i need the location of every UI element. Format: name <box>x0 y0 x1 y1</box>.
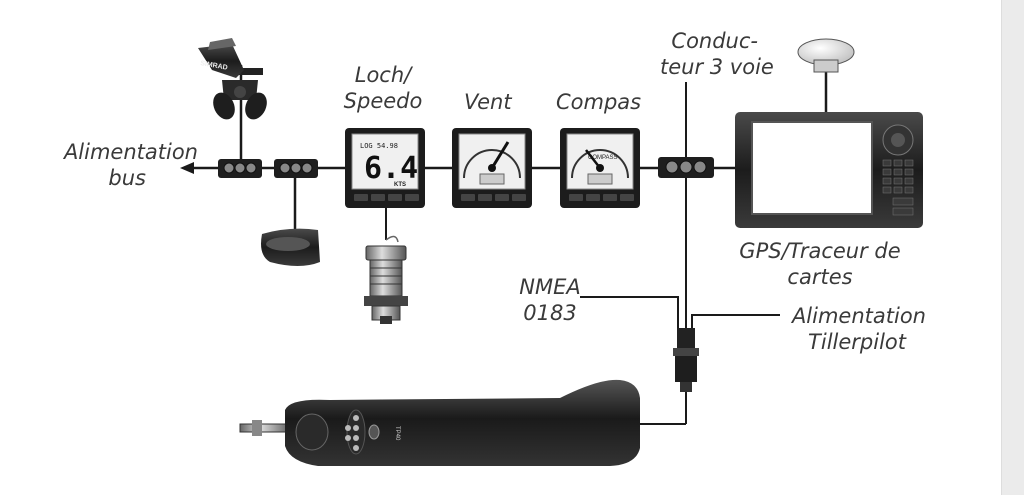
compass-face-label: COMPASS <box>588 155 618 161</box>
label-gps-plotter-line-2: cartes <box>787 265 853 289</box>
label-nmea: NMEA 0183 <box>514 274 586 326</box>
three-way-connector <box>658 82 714 178</box>
label-tillerpilot-power: Alimentation Tillerpilot <box>780 303 926 355</box>
label-nmea-line-1: NMEA <box>519 275 581 299</box>
label-log-speedo: Loch/ Speedo <box>340 62 426 114</box>
label-compass: Compas <box>556 90 642 114</box>
label-wind: Vent <box>464 90 512 114</box>
depth-transducer <box>261 228 320 266</box>
label-three-way: Conduc- teur 3 voie <box>660 28 774 80</box>
speedo-value: 6.4 <box>364 151 418 186</box>
label-nmea-line-2: 0183 <box>523 301 577 325</box>
label-power-bus: Alimentation bus <box>56 139 198 191</box>
compass-instrument: COMPASS <box>560 128 640 208</box>
speedo-top-readout: LOG 54.98 <box>360 142 398 150</box>
vertical-scrollbar[interactable] <box>1001 0 1024 495</box>
speedo-instrument: LOG 54.98 6.4 KTS <box>345 128 425 243</box>
wind-instrument <box>452 128 532 208</box>
label-tillerpilot-power-line-1: Alimentation <box>791 304 926 328</box>
tillerpilot-plug <box>673 328 699 392</box>
label-power-bus-line-2: bus <box>108 166 146 190</box>
t-connector-1 <box>218 159 262 178</box>
wind-sensor: SIMRAD <box>198 38 267 160</box>
label-log-speedo-line-1: Loch/ <box>354 63 412 87</box>
tillerpilot-wiring <box>580 178 780 425</box>
label-gps-plotter: GPS/Traceur de cartes <box>735 238 905 290</box>
bus-arrow <box>180 162 194 174</box>
tillerpilot-model: TP40 <box>394 426 400 441</box>
label-gps-plotter-line-1: GPS/Traceur de <box>739 239 901 263</box>
label-tillerpilot-power-line-2: Tillerpilot <box>808 330 906 354</box>
wind-sensor-brand: SIMRAD <box>200 60 228 72</box>
label-power-bus-line-1: Alimentation <box>63 140 198 164</box>
label-log-speedo-line-2: Speedo <box>343 89 423 113</box>
gps-chartplotter <box>735 38 923 228</box>
t-connector-2 <box>274 159 318 232</box>
speed-transducer <box>364 245 408 324</box>
speedo-unit: KTS <box>394 182 406 188</box>
tillerpilot-unit: TP40 <box>239 379 640 466</box>
label-three-way-line-1: Conduc- <box>671 29 758 53</box>
label-three-way-line-2: teur 3 voie <box>660 55 774 79</box>
